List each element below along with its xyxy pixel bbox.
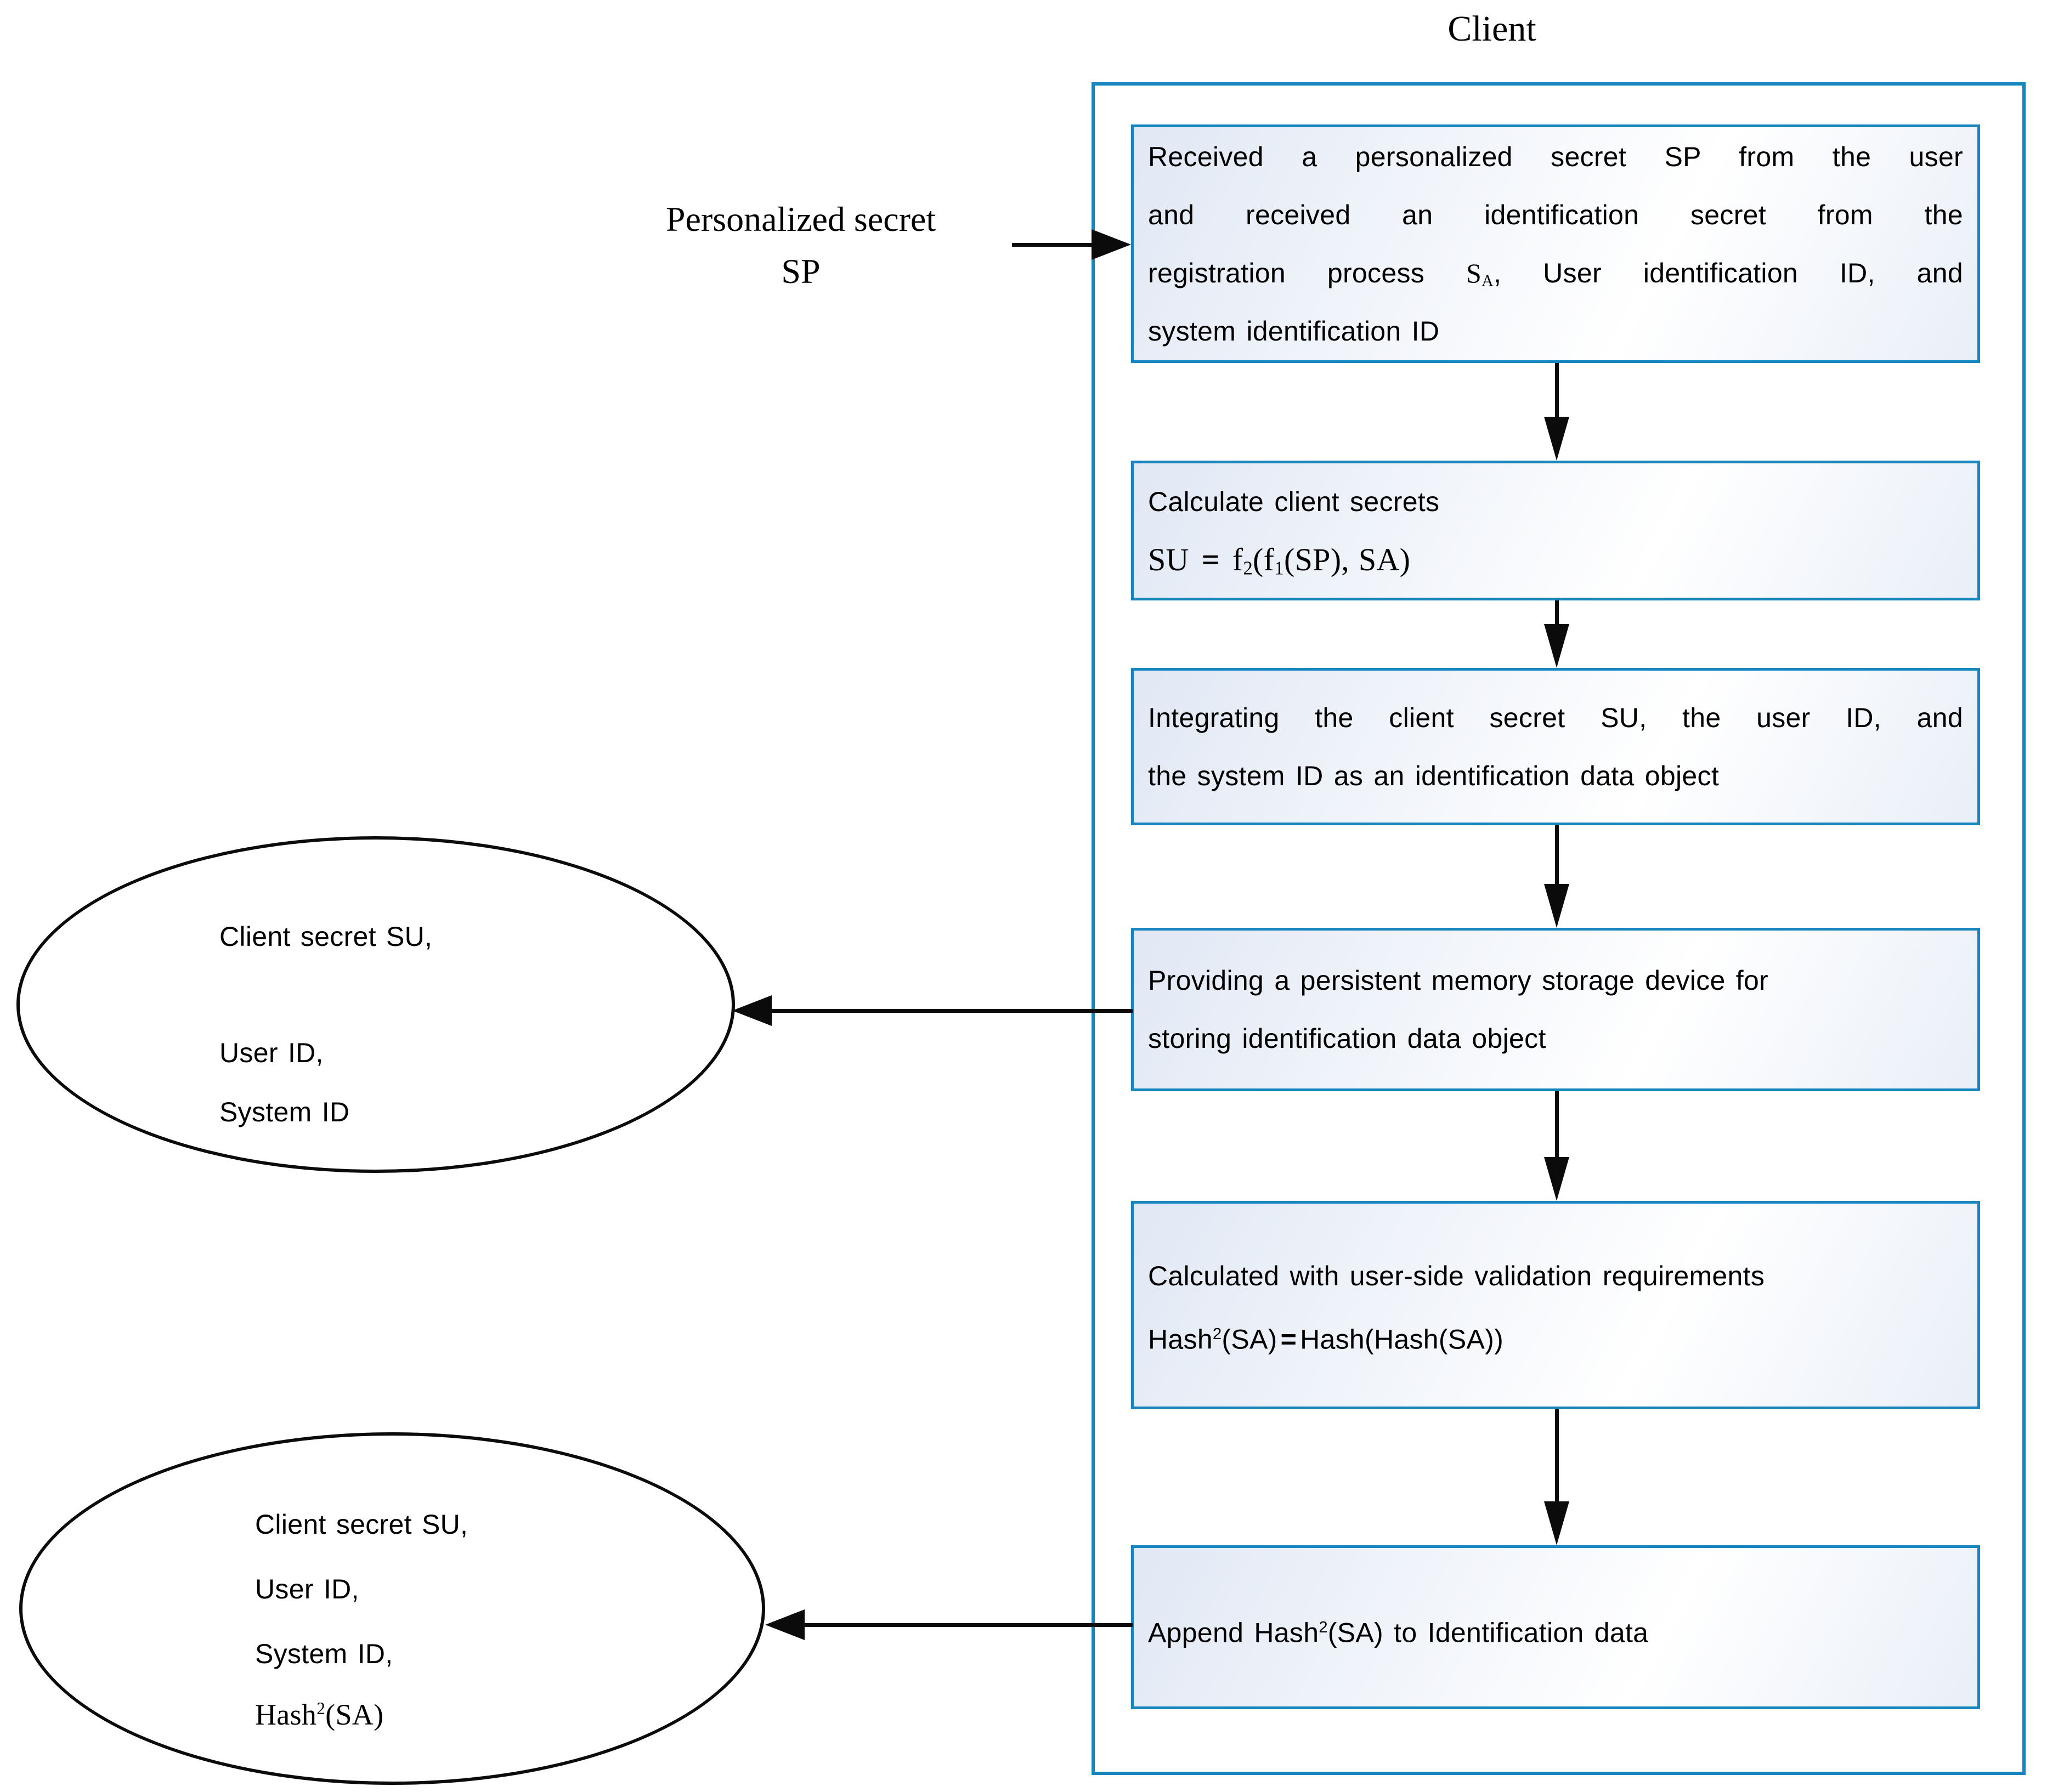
text-segment: Client secret SU, [219,921,433,952]
text-segment: = [1280,1324,1297,1355]
input-arrow-head-icon [1092,229,1131,260]
text-segment: (SA) to Identification data [1327,1617,1649,1648]
box-text-line: Integrating the client secret SU, the us… [1148,689,1963,747]
box-text-line: and received an identification secret fr… [1148,186,1963,244]
ellipse-identification-data-with-hash [19,1432,765,1785]
box-text-line: the system ID as an identification data … [1148,747,1963,805]
flow-arrow-5-line [1555,1409,1559,1502]
ellipse-text-line: System ID, [255,1629,468,1679]
ellipse-text-line: User ID, [255,1564,468,1614]
text-segment: (f [1253,541,1275,577]
box-persistent-storage: Providing a persistent memory storage de… [1131,928,1980,1091]
text-segment: Calculated with user-side validation req… [1148,1261,1765,1291]
text-segment: f [1223,541,1243,577]
flow-arrow-2-line [1555,600,1559,625]
text-segment: User ID, [255,1574,359,1604]
input-label-personalized-secret: Personalized secret SP [603,193,998,297]
text-segment: 2 [1319,1618,1328,1636]
text-segment: Received a personalized secret SP from t… [1148,141,1963,172]
box-text-line: Append Hash2(SA) to Identification data [1148,1598,1963,1657]
flow-arrow-2-head-icon [1544,624,1569,668]
flow-arrow-1-head-icon [1544,417,1569,461]
text-segment: = [1201,541,1220,577]
text-segment: Providing a persistent memory storage de… [1148,965,1768,996]
box-append-hash: Append Hash2(SA) to Identification data [1131,1545,1980,1709]
text-segment: , User identification ID, and [1494,257,1963,288]
text-segment: storing identification data object [1148,1023,1546,1054]
text-segment: and received an identification secret fr… [1148,199,1963,230]
box-received-secrets: Received a personalized secret SP from t… [1131,124,1980,363]
ellipse-text-line: User ID, [219,1028,432,1078]
store-arrow-2-head-icon [765,1609,805,1640]
text-segment: Hash(Hash(SA)) [1300,1324,1504,1355]
text-segment: Append Hash [1148,1617,1319,1648]
ellipse-identification-data [16,836,735,1173]
text-segment: Client secret SU, [255,1509,468,1540]
flow-arrow-4-line [1555,1091,1559,1158]
text-segment: A [1481,271,1494,290]
client-title: Client [1447,9,1536,49]
ellipse-text-line: Client secret SU, [255,1499,468,1550]
text-segment: (SA) [1222,1324,1277,1355]
box-text-line: Hash2(SA)=Hash(Hash(SA)) [1148,1305,1963,1363]
box-text-line: system identification ID [1148,302,1963,360]
text-segment: SU [1148,541,1198,577]
box-text-line: Calculated with user-side validation req… [1148,1247,1963,1305]
box-integrate-identification-data: Integrating the client secret SU, the us… [1131,668,1980,825]
text-segment: 1 [1274,557,1284,579]
ellipse-text-line: Hash2(SA) [255,1683,468,1734]
flow-arrow-1-line [1555,363,1559,418]
box-user-side-validation: Calculated with user-side validation req… [1131,1201,1980,1409]
text-segment: S [1466,257,1482,288]
text-segment: System ID [219,1097,350,1127]
store-arrow-1-head-icon [732,995,772,1026]
box-text-line: Providing a persistent memory storage de… [1148,951,1963,1010]
box-text-line: storing identification data object [1148,1010,1963,1068]
text-segment: 2 [1212,1325,1222,1343]
flow-arrow-4-head-icon [1544,1157,1569,1201]
text-segment: Hash [1148,1324,1213,1355]
text-segment: 2 [316,1699,326,1718]
input-label-line1: Personalized secret [665,200,936,239]
flow-arrow-3-line [1555,825,1559,885]
box-text-line: SU = f2(f1(SP), SA) [1148,531,1963,589]
text-segment: Hash [255,1698,317,1731]
flow-arrow-5-head-icon [1544,1501,1569,1545]
ellipse-2-text: Client secret SU, User ID, System ID, Hash2… [255,1499,468,1734]
box-text-line: Calculate client secrets [1148,473,1963,531]
text-segment: (SA) [325,1698,384,1731]
text-segment: User ID, [219,1037,324,1068]
text-segment: (SP), SA) [1283,541,1411,577]
text-segment: registration process [1148,257,1466,288]
text-segment: system identification ID [1148,315,1440,347]
ellipse-text-line: Client secret SU, [219,911,432,962]
box-text-line: Received a personalized secret SP from t… [1148,128,1963,186]
text-segment: Calculate client secrets [1148,486,1440,517]
text-segment: 2 [1243,557,1253,579]
input-arrow-line [1012,243,1094,247]
ellipse-1-text: Client secret SU, User ID, System ID [219,911,432,1137]
input-label-line2: SP [781,252,821,291]
store-arrow-1-line [768,1009,1133,1013]
box-text-line: registration process SA, User identifica… [1148,244,1963,302]
text-segment: the system ID as an identification data … [1148,760,1720,791]
store-arrow-2-line [801,1623,1133,1627]
ellipse-text-line: System ID [219,1087,432,1137]
flow-arrow-3-head-icon [1544,884,1569,928]
text-segment: Integrating the client secret SU, the us… [1148,702,1963,733]
text-segment: System ID, [255,1638,393,1669]
